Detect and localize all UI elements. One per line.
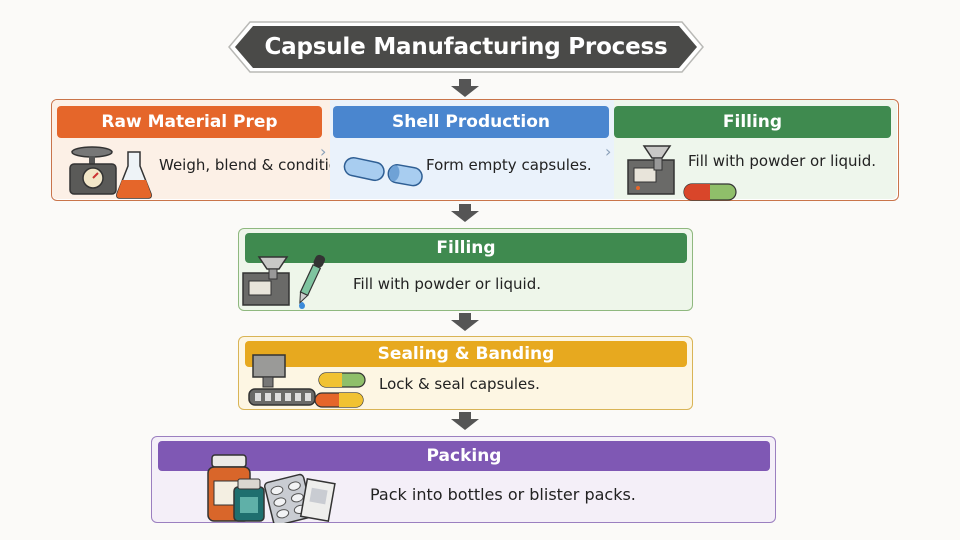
step-raw-material: Raw Material Prep Weigh, blend & conditi… bbox=[52, 100, 352, 199]
capsule-icon bbox=[314, 372, 366, 408]
bottle-icon bbox=[207, 454, 265, 522]
step-packing: Packing Pack into bottles or blister pac… bbox=[151, 436, 776, 523]
filling-machine-icon bbox=[627, 145, 675, 195]
step-header: Raw Material Prep bbox=[57, 106, 322, 138]
step-description: Weigh, blend & condition. bbox=[159, 156, 353, 174]
capsule-icon bbox=[343, 156, 423, 187]
step-shell-production: Shell Production Form empty capsules. bbox=[330, 100, 614, 199]
step-description: Pack into bottles or blister packs. bbox=[370, 485, 636, 504]
chevron-right-icon: › bbox=[605, 142, 612, 161]
sealing-machine-icon bbox=[248, 354, 316, 406]
step-description: Form empty capsules. bbox=[426, 156, 592, 174]
title-banner: Capsule Manufacturing Process bbox=[228, 21, 704, 73]
flask-icon bbox=[116, 151, 152, 199]
step-header: Shell Production bbox=[333, 106, 609, 138]
filling-machine-icon bbox=[242, 256, 290, 306]
chevron-right-icon: › bbox=[320, 142, 327, 161]
step-description: Lock & seal capsules. bbox=[379, 375, 540, 393]
step-filling-top: Filling Fill with powder or liquid. bbox=[614, 100, 897, 201]
step-filling: Filling Fill with powder or liquid. bbox=[238, 228, 693, 311]
dropper-icon bbox=[299, 254, 326, 309]
title-banner-shape bbox=[228, 21, 704, 73]
step-sealing: Sealing & Banding Lock & seal capsules. bbox=[238, 336, 693, 410]
blister-pack-icon bbox=[263, 473, 336, 523]
page-title: Capsule Manufacturing Process bbox=[264, 34, 668, 60]
step-header: Sealing & Banding bbox=[245, 341, 687, 367]
step-description: Fill with powder or liquid. bbox=[688, 152, 876, 170]
capsule-icon bbox=[683, 183, 737, 201]
top-row-panel: Raw Material Prep Weigh, blend & conditi… bbox=[51, 99, 899, 201]
step-header: Packing bbox=[158, 441, 770, 471]
step-description: Fill with powder or liquid. bbox=[353, 275, 541, 293]
step-header: Filling bbox=[614, 106, 891, 138]
scale-icon bbox=[69, 146, 117, 195]
